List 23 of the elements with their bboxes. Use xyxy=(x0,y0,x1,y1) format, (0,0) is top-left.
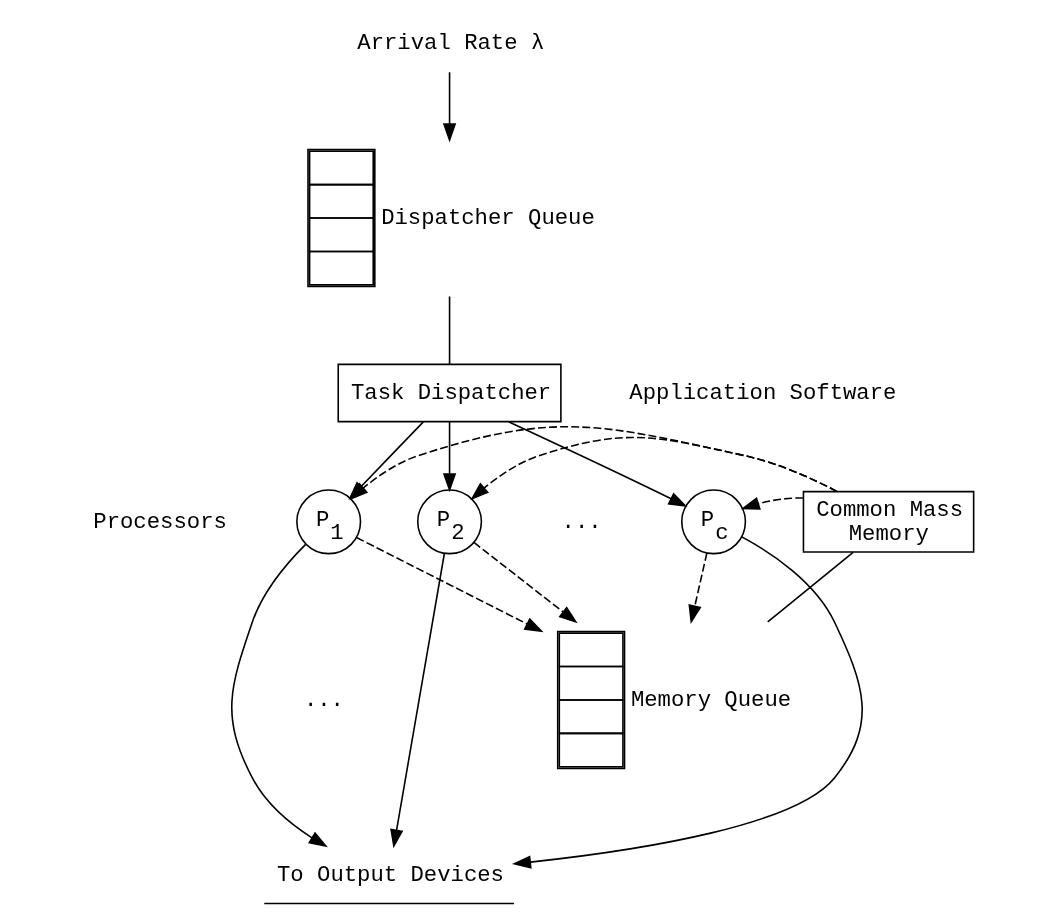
node-label: Dispatcher Queue xyxy=(381,204,595,231)
node-box: Task Dispatcher xyxy=(337,363,562,423)
arrow xyxy=(511,536,863,869)
label: ... xyxy=(561,508,602,535)
arrow xyxy=(390,552,446,849)
node-box: Common Mass Memory xyxy=(802,490,975,553)
arrow xyxy=(356,536,544,633)
node-text: To Output Devices xyxy=(276,861,504,888)
label: Processors xyxy=(93,508,227,535)
arrow xyxy=(688,552,708,625)
arrow xyxy=(231,543,328,848)
connector xyxy=(766,551,854,623)
arrow xyxy=(442,421,457,493)
arrow xyxy=(507,420,688,507)
label: ... xyxy=(303,686,344,713)
arrow xyxy=(473,541,578,624)
arrow xyxy=(740,497,805,510)
label: Application Software xyxy=(629,379,897,406)
node-label: Memory Queue xyxy=(630,686,792,713)
connector xyxy=(448,295,451,365)
arrow xyxy=(470,436,838,501)
node-text: Arrival Rate λ xyxy=(357,29,545,56)
arrow xyxy=(442,71,457,143)
